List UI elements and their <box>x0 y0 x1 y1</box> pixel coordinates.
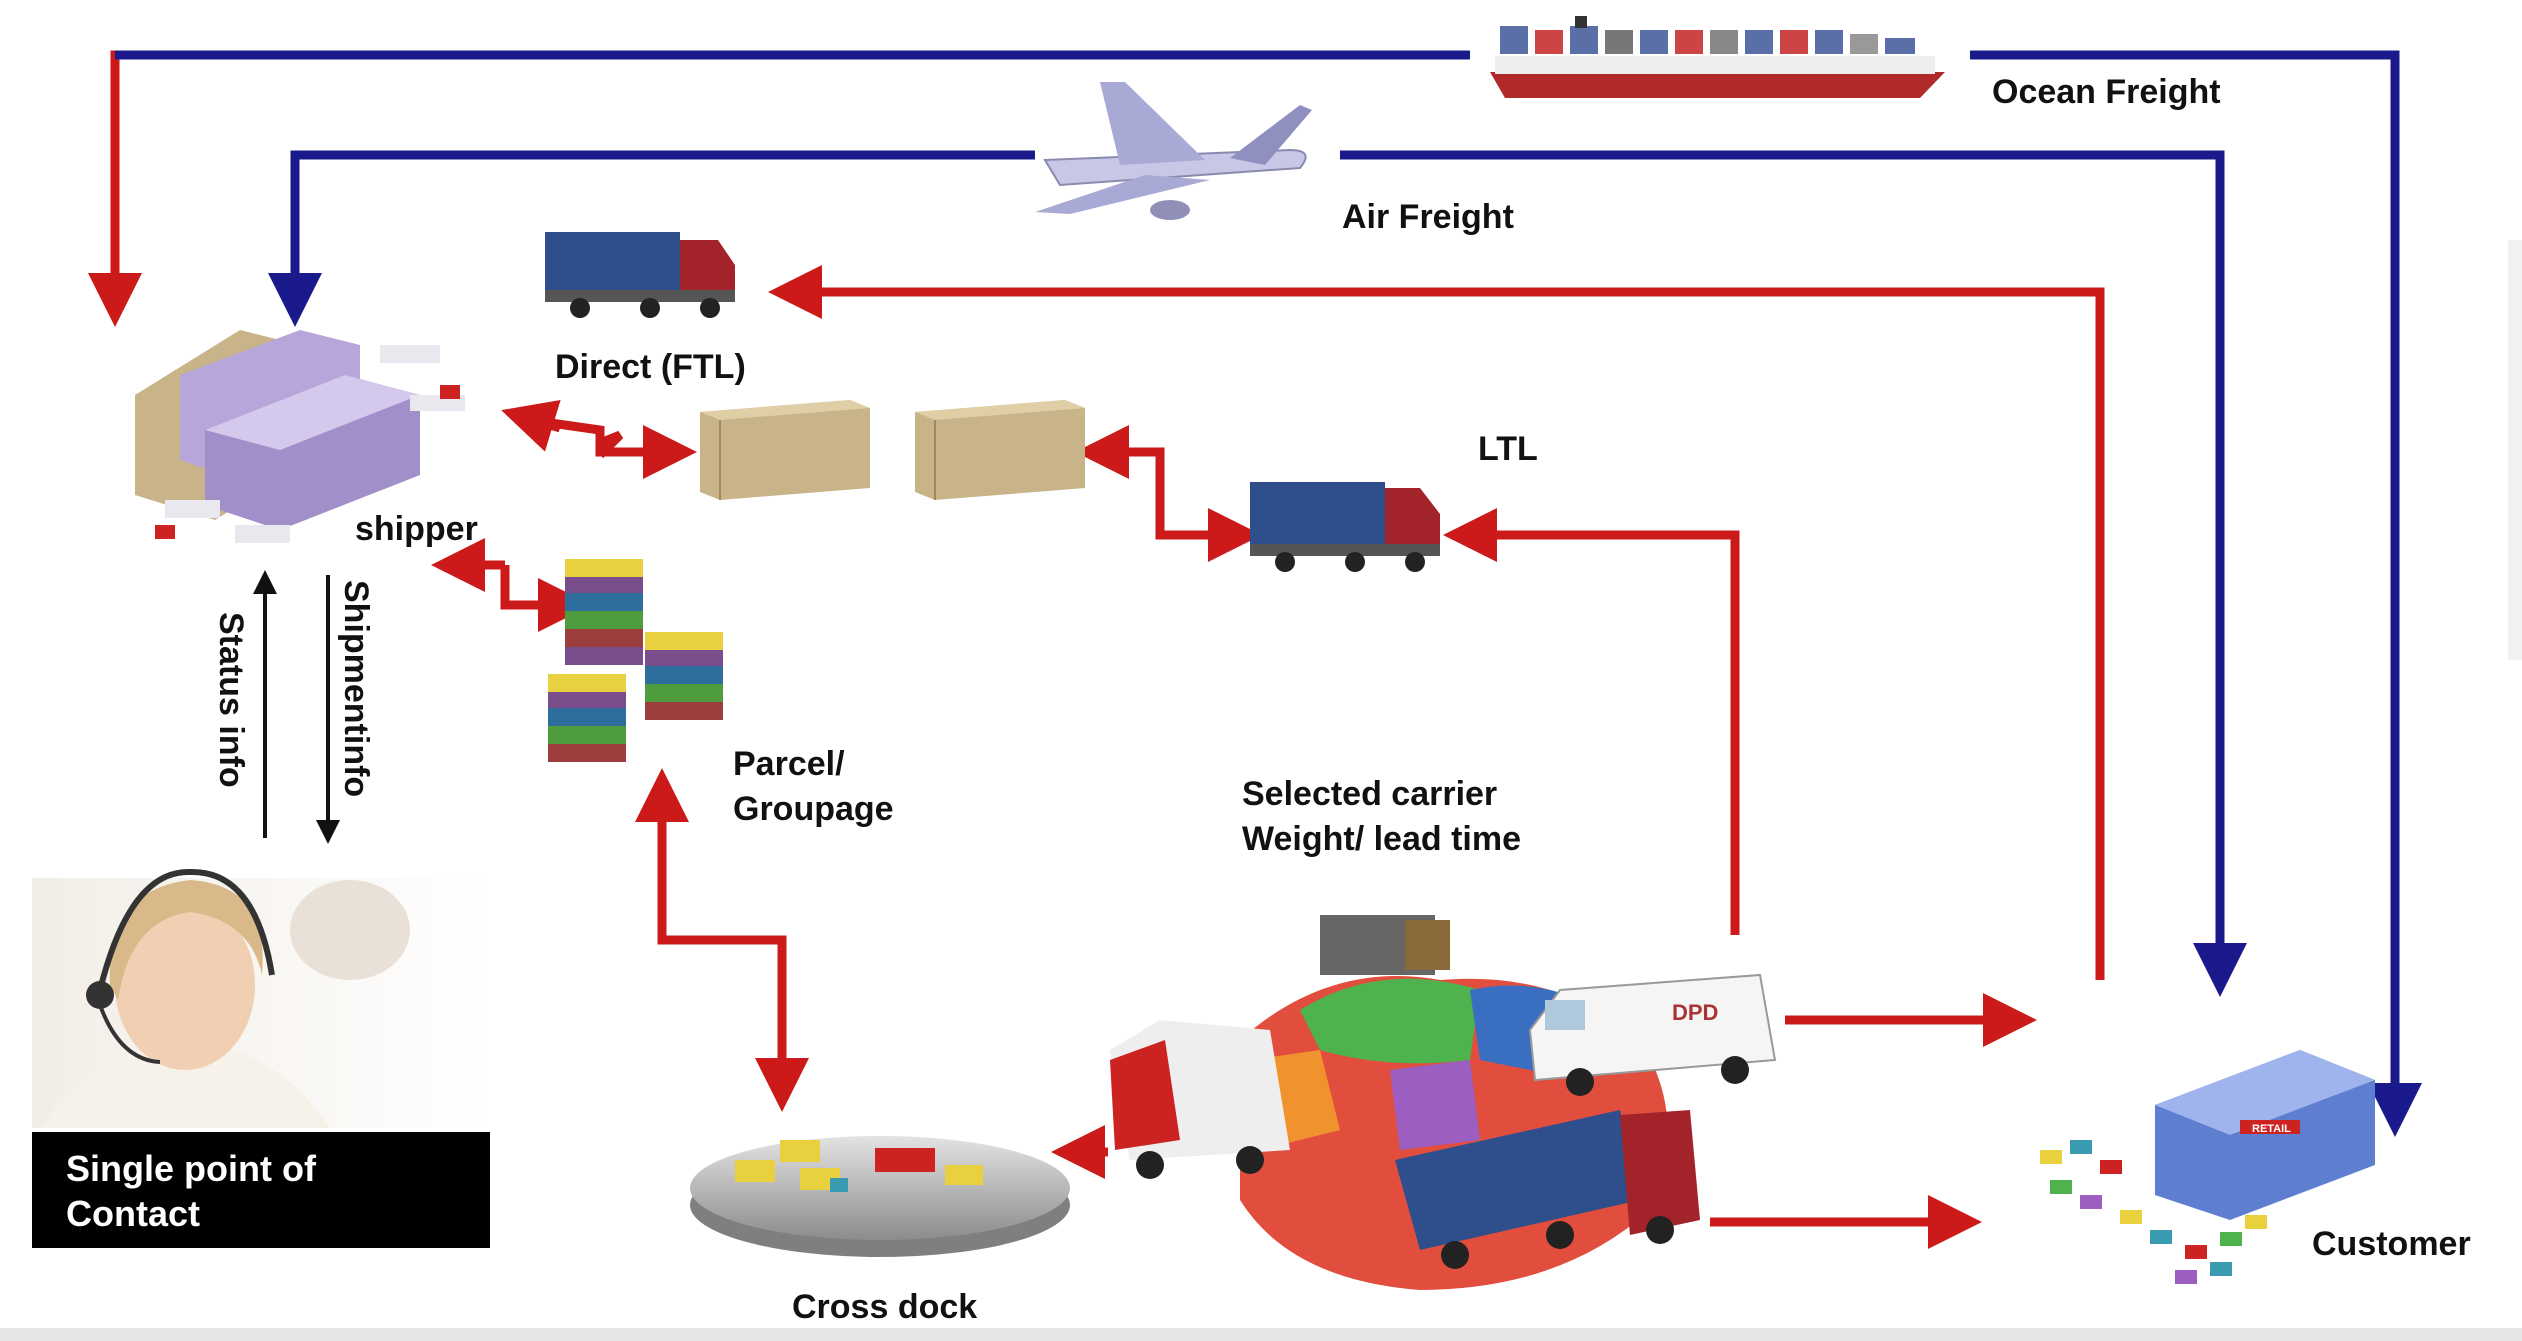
carrier-label-line1: Selected carrier <box>1242 775 1497 813</box>
direct-ftl-label: Direct (FTL) <box>555 348 746 386</box>
carrier-hub-icon <box>1110 915 1777 1290</box>
single-point-of-contact-box: Single point of Contact <box>32 1132 490 1248</box>
call-center-agent-image <box>32 868 490 1128</box>
container-ship-icon <box>1490 16 1945 98</box>
shipper-warehouse-icon <box>135 330 465 543</box>
van-logo-text: DPD <box>1672 1000 1718 1025</box>
cross-dock-icon <box>690 1136 1070 1257</box>
pallet-ltl-zigzag <box>1075 425 1262 562</box>
cross-dock-label: Cross dock <box>792 1288 977 1326</box>
contact-label-line1: Single point of <box>66 1148 316 1189</box>
direct-ftl-route <box>768 265 2105 980</box>
parcel-crossdock-route <box>635 768 809 1112</box>
carrier-label-line2: Weight/ lead time <box>1242 820 1521 858</box>
airplane-icon <box>1035 82 1312 220</box>
pallet-stack-icon-2 <box>915 400 1085 500</box>
ltl-route <box>1443 508 1740 935</box>
parcel-label-line2: Groupage <box>733 790 894 828</box>
customer-warehouse-icon <box>2040 1050 2375 1284</box>
contact-label-line2: Contact <box>66 1193 200 1234</box>
customer-building-sign: RETAIL <box>2252 1123 2291 1135</box>
ocean-freight-label: Ocean Freight <box>1992 73 2221 111</box>
ltl-truck-icon <box>1250 482 1440 572</box>
bottom-border-strip <box>0 1328 2522 1341</box>
shipper-label: shipper <box>355 510 478 548</box>
ocean-freight-route <box>88 50 2422 1137</box>
shipment-info-label: Shipmentinfo <box>337 580 375 797</box>
parcel-label-line1: Parcel/ <box>733 745 845 783</box>
ftl-truck-icon <box>545 232 735 318</box>
status-info-label: Status info <box>212 612 250 788</box>
shipper-pallet-zigzag <box>501 399 697 479</box>
right-border-strip <box>2508 240 2522 660</box>
air-freight-label: Air Freight <box>1342 198 1514 236</box>
ltl-label: LTL <box>1478 430 1538 468</box>
shipper-parcel-zigzag <box>431 538 592 632</box>
pallet-stack-icon-1 <box>700 400 870 500</box>
air-freight-route <box>268 150 2247 997</box>
customer-label: Customer <box>2312 1225 2471 1263</box>
parcel-stacks-icon <box>548 559 723 762</box>
